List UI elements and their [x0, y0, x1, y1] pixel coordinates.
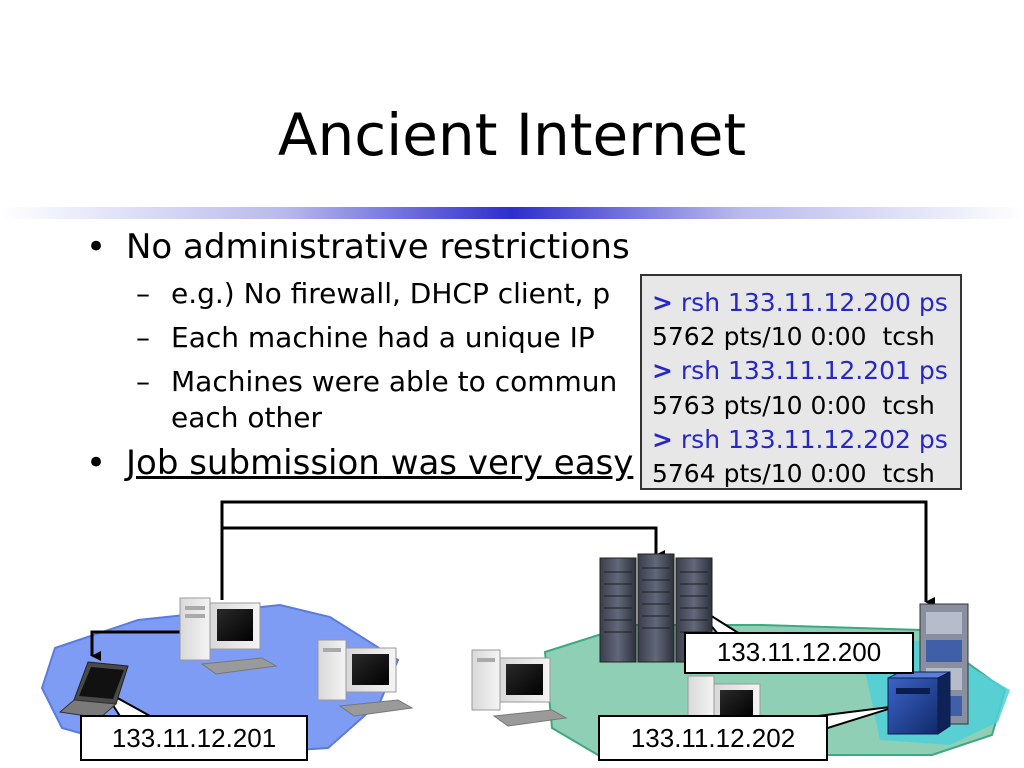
desktop-pc-icon [471, 649, 568, 727]
bullet-1: • No administrative restrictions [86, 226, 986, 268]
terminal-output-line: 5764 pts/10 0:00 tcsh [652, 459, 935, 489]
tower-server-icon [887, 671, 951, 735]
sub-bullet-2: – Each machine had a unique IP [86, 320, 986, 356]
terminal-command-line: > rsh 133.11.12.200 ps [652, 286, 960, 320]
sub-bullet-2-text: Each machine had a unique IP [171, 321, 595, 354]
bullet-dot: • [86, 443, 107, 483]
terminal-output-line: 5763 pts/10 0:00 tcsh [652, 390, 935, 420]
command-text: rsh 133.11.12.202 ps [672, 424, 948, 454]
host-label-202: 133.11.12.202 [598, 715, 828, 761]
bullet-1-text: No administrative restrictions [126, 227, 630, 267]
host-label-201: 133.11.12.201 [80, 715, 308, 761]
bullet-list: • No administrative restrictions – e.g.)… [86, 226, 986, 484]
sub-bullet-1: – e.g.) No firewall, DHCP client, p [86, 276, 986, 312]
bullet-2-text: Job submission was very easy [126, 443, 634, 483]
sub-bullet-dash: – [136, 321, 150, 354]
desktop-pc-icon [179, 597, 278, 675]
sub-bullet-dash: – [136, 365, 150, 398]
terminal-command-line: > rsh 133.11.12.201 ps [652, 354, 960, 388]
connection-lines [90, 500, 935, 661]
title-divider [0, 207, 1024, 219]
laptop-icon [58, 661, 129, 719]
slide-title: Ancient Internet [277, 101, 747, 169]
command-text: rsh 133.11.12.200 ps [672, 288, 948, 317]
sub-bullet-3-continuation: each other [171, 401, 323, 434]
sub-bullet-1-text: e.g.) No firewall, DHCP client, p [171, 277, 611, 310]
sub-bullet-3-text: Machines were able to commun [171, 365, 618, 398]
prompt-symbol: > [652, 424, 673, 454]
sub-bullet-dash: – [136, 277, 150, 310]
bullet-2: • Job submission was very easy [86, 442, 986, 484]
terminal-output-panel: > rsh 133.11.12.200 ps 5762 pts/10 0:00 … [640, 274, 962, 490]
terminal-output-line: 5762 pts/10 0:00 tcsh [652, 322, 935, 352]
desktop-pc-icon [317, 639, 414, 717]
bullet-dot: • [86, 227, 107, 267]
prompt-symbol: > [652, 356, 673, 386]
prompt-symbol: > [652, 288, 673, 317]
command-text: rsh 133.11.12.201 ps [672, 356, 948, 386]
host-label-200: 133.11.12.200 [684, 632, 914, 674]
sub-bullet-3: – Machines were able to commun each othe… [86, 364, 986, 436]
terminal-command-line: > rsh 133.11.12.202 ps [652, 423, 960, 457]
